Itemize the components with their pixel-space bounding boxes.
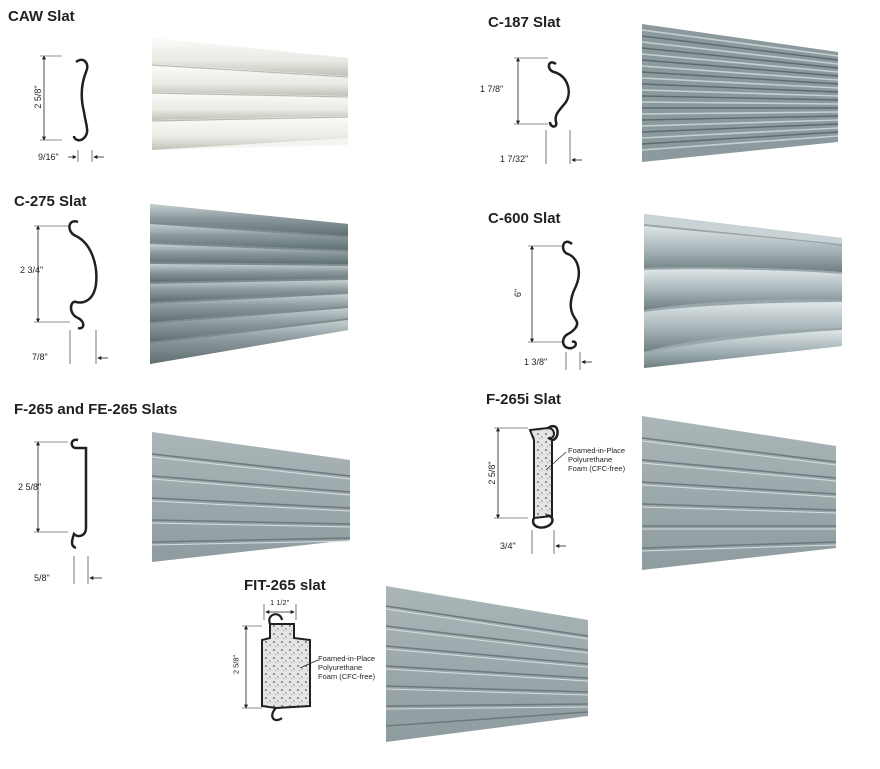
f265i-slat-profile bbox=[494, 424, 567, 554]
c275-slat-profile bbox=[34, 220, 108, 364]
c187-height-dimension: 1 7/8" bbox=[480, 84, 504, 94]
c600-slat-profile bbox=[528, 240, 592, 370]
c600-height-dimension: 6" bbox=[513, 288, 523, 298]
c187-depth-dimension: 1 7/32" bbox=[500, 154, 529, 164]
fit265-slat-panel bbox=[385, 586, 589, 742]
f265-slat-profile bbox=[34, 438, 102, 584]
fit265-width-dimension: 1 1/2" bbox=[270, 598, 290, 607]
c600-depth-dimension: 1 3/8" bbox=[524, 357, 548, 367]
c187-slat-profile bbox=[514, 57, 582, 164]
caw-slat-title: CAW Slat bbox=[8, 8, 75, 25]
c275-height-dimension: 2 3/4" bbox=[20, 265, 44, 275]
f265i-foam-callout: Foamed-in-Place Polyurethane Foam (CFC-f… bbox=[568, 446, 626, 473]
f265-height-dimension: 2 5/8" bbox=[18, 482, 42, 492]
f265i-slat-panel bbox=[641, 416, 837, 570]
fit265-height-dimension: 2 5/8" bbox=[231, 654, 241, 675]
caw-height-dimension: 2 5/8" bbox=[33, 85, 43, 109]
fit265-foam-callout: Foamed-in-Place Polyurethane Foam (CFC-f… bbox=[318, 654, 376, 681]
f265i-depth-dimension: 3/4" bbox=[500, 541, 516, 551]
fit265-slat-title: FIT-265 slat bbox=[244, 577, 326, 594]
caw-slat-profile bbox=[40, 55, 104, 162]
f265-depth-dimension: 5/8" bbox=[34, 573, 50, 583]
f265-slat-panel bbox=[151, 432, 351, 562]
f265-slat-title: F-265 and FE-265 Slats bbox=[14, 401, 178, 418]
c187-slat-panel bbox=[641, 24, 839, 162]
c600-slat-title: C-600 Slat bbox=[488, 210, 561, 227]
caw-slat-panel bbox=[151, 38, 349, 150]
c275-slat-panel bbox=[150, 204, 348, 364]
fit265-slat-profile bbox=[242, 604, 319, 722]
c187-slat-title: C-187 Slat bbox=[488, 14, 561, 31]
f265i-slat-title: F-265i Slat bbox=[486, 391, 562, 408]
c600-slat-panel bbox=[644, 214, 842, 368]
f265i-height-dimension: 2 5/8" bbox=[487, 461, 497, 485]
c275-slat-title: C-275 Slat bbox=[14, 193, 87, 210]
caw-depth-dimension: 9/16" bbox=[38, 152, 59, 162]
c275-depth-dimension: 7/8" bbox=[32, 352, 48, 362]
